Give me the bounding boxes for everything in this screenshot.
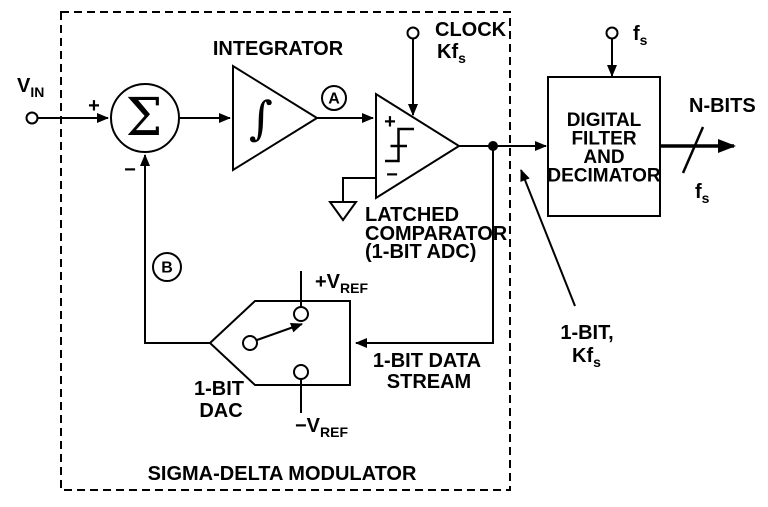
feedback-to-summer-wire bbox=[140, 154, 210, 344]
sigma-glyph: Σ bbox=[126, 88, 163, 148]
dac-body bbox=[208, 300, 351, 386]
filter-label-2: FILTER bbox=[571, 129, 636, 150]
dac-caption-2: DAC bbox=[199, 400, 242, 422]
bitstream-annotation-1: 1-BIT, bbox=[560, 322, 613, 344]
nbits-label: N-BITS bbox=[689, 95, 756, 117]
comparator-minus-sign: − bbox=[386, 164, 398, 186]
modulator-boundary bbox=[60, 11, 511, 491]
bus-slash-icon bbox=[681, 126, 705, 174]
ground-icon bbox=[328, 201, 358, 222]
vref-neg-label: −VREF bbox=[295, 415, 348, 440]
data-stream-label-1: 1-BIT DATA bbox=[373, 350, 481, 372]
ground-wire bbox=[342, 177, 376, 202]
integrator-label: INTEGRATOR bbox=[213, 38, 344, 60]
comparator-plus-sign: + bbox=[384, 111, 396, 133]
node-b-letter: B bbox=[161, 260, 173, 277]
vref-pos-label: +VREF bbox=[315, 271, 368, 296]
dac-caption-1: 1-BIT bbox=[194, 378, 244, 400]
comparator-triangle bbox=[375, 92, 461, 200]
feedback-bitstream-wire bbox=[355, 146, 494, 348]
clock-terminal bbox=[406, 26, 420, 40]
fs-top-label: fs bbox=[633, 23, 648, 48]
dac-switch-upper-contact bbox=[293, 306, 309, 322]
filter-label-4: DECIMATOR bbox=[547, 166, 661, 187]
integral-glyph: ∫ bbox=[249, 91, 273, 145]
diagram-title: SIGMA-DELTA MODULATOR bbox=[148, 463, 417, 485]
data-stream-label-2: STREAM bbox=[387, 371, 471, 393]
clock-label: CLOCK bbox=[435, 19, 507, 41]
summing-plus-sign: + bbox=[88, 95, 100, 117]
vin-label: VIN bbox=[17, 75, 44, 100]
comparator-caption-3: (1-BIT ADC) bbox=[365, 241, 476, 263]
node-b-circle bbox=[152, 252, 182, 282]
vin-terminal bbox=[25, 111, 39, 125]
summing-minus-sign: − bbox=[124, 159, 136, 181]
comparator-caption-2: COMPARATOR bbox=[365, 223, 508, 245]
integrator-triangle bbox=[232, 64, 319, 172]
node-a-letter: A bbox=[328, 91, 340, 108]
fs-terminal bbox=[605, 26, 619, 40]
clock-rate-label: Kfs bbox=[437, 41, 466, 66]
node-a-circle bbox=[321, 85, 347, 111]
fs-output-label: fs bbox=[695, 181, 710, 206]
bitstream-annotation-2: Kfs bbox=[572, 345, 601, 370]
comparator-caption-1: LATCHED bbox=[365, 204, 459, 226]
filter-label-3: AND bbox=[583, 147, 624, 168]
bitstream-annotation-arrow bbox=[520, 169, 576, 307]
dac-switch-common-contact bbox=[242, 335, 258, 351]
dac-switch-arm bbox=[256, 322, 303, 341]
dac-switch-lower-contact bbox=[293, 364, 309, 380]
hysteresis-icon bbox=[385, 127, 414, 163]
filter-label-1: DIGITAL bbox=[567, 110, 642, 131]
